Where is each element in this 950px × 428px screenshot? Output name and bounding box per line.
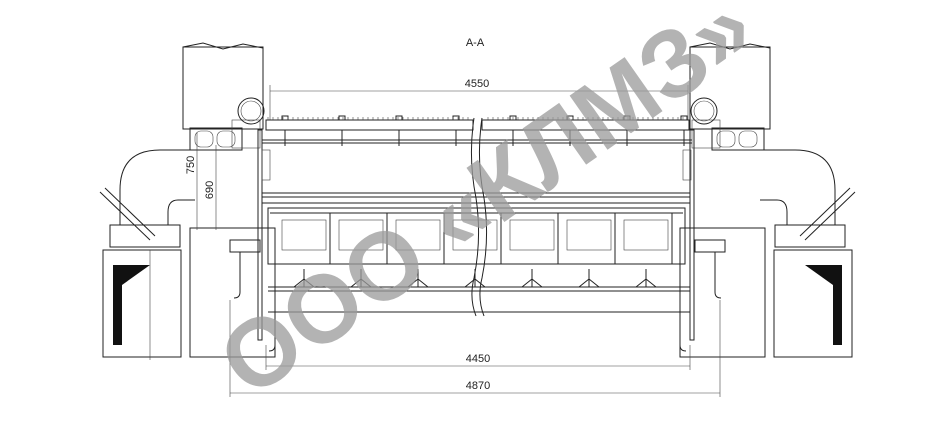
grating-clamp [395,115,403,146]
svg-text:4450: 4450 [466,353,490,365]
support-leg [635,269,657,288]
left-wall [182,42,264,151]
svg-text:750: 750 [185,156,197,174]
right-wall [689,42,771,151]
grating-clamp [680,115,688,146]
left-pipe [237,97,265,125]
svg-text:4870: 4870 [466,380,490,392]
right-outer-pipe [760,149,856,358]
support-leg [521,269,543,288]
left-foundation [189,227,276,358]
svg-text:4550: 4550 [465,78,489,90]
grating-clamp [623,115,631,146]
module-cells [281,213,673,288]
grating-clamp [509,115,517,146]
support-leg [350,269,372,288]
support-leg [293,269,315,288]
module-cell [395,219,441,251]
dimension-4870: 4870 [229,300,721,397]
module-cell [281,219,327,251]
support-leg [578,269,600,288]
svg-text:690: 690 [204,181,216,199]
dimension-4550: 4550 [269,78,689,120]
module-cell [509,219,555,251]
dimension-750: 750 [185,133,198,230]
support-leg [407,269,429,288]
grating-clamp [338,115,346,146]
section-label: A-A [466,37,485,49]
break-line [470,117,480,317]
right-foundation [679,227,766,358]
right-pipe [690,97,718,125]
dimension-4450: 4450 [265,345,691,370]
module-cell [452,219,498,251]
module-cell [623,219,669,251]
dimension-690: 690 [204,145,217,230]
module-cell [566,219,612,251]
module-cell [338,219,384,251]
left-outer-pipe [99,149,195,360]
